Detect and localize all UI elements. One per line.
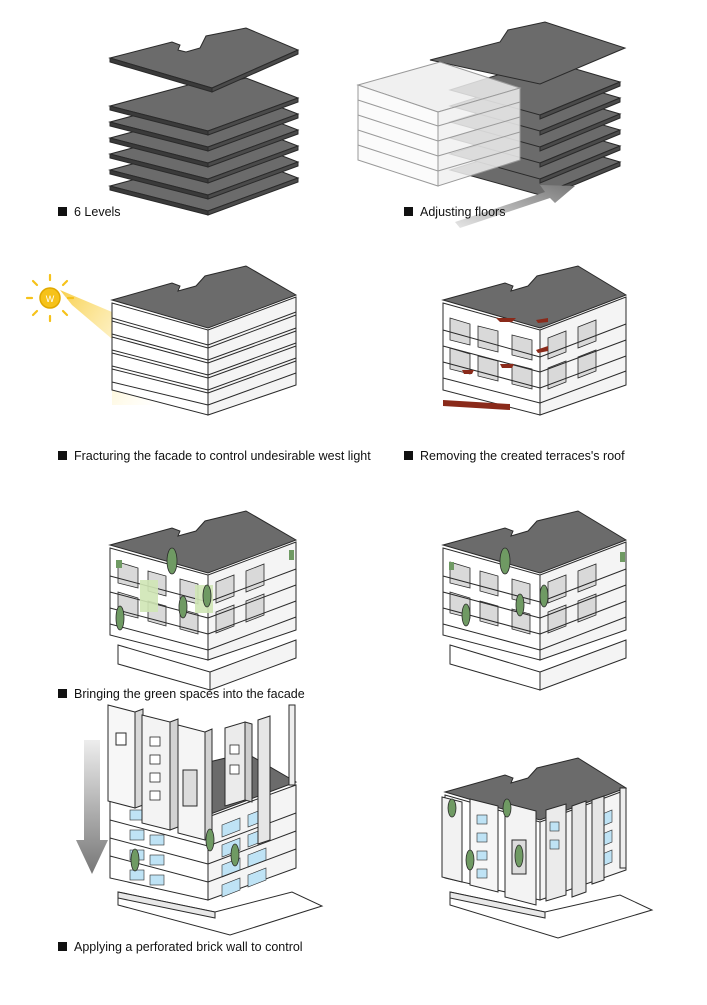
building-green-a <box>108 510 298 691</box>
diagram-adjusting-floors <box>356 21 627 228</box>
bullet-square-icon <box>58 207 67 216</box>
caption-six-levels: 6 Levels <box>58 205 121 219</box>
caption-text: 6 Levels <box>74 205 121 219</box>
diagram-six-levels <box>108 27 300 216</box>
caption-text: Applying a perforated brick wall to cont… <box>74 940 303 954</box>
caption-perforated-wall: Applying a perforated brick wall to cont… <box>58 940 303 954</box>
building-green-b <box>441 510 628 691</box>
caption-text: Fracturing the facade to control undesir… <box>74 449 371 463</box>
caption-text: Removing the created terraces's roof <box>420 449 625 463</box>
bullet-square-icon <box>58 451 67 460</box>
building-terraces <box>441 265 628 416</box>
diagram-fracturing-facade: W <box>25 265 298 416</box>
planters-d <box>447 798 524 871</box>
diagram-green-spaces-a <box>108 510 298 691</box>
sun-icon: W <box>25 273 75 323</box>
descend-arrow-icon <box>76 740 108 874</box>
bullet-square-icon <box>404 207 413 216</box>
sun-label: W <box>46 294 55 304</box>
bullet-square-icon <box>58 942 67 951</box>
planters-b <box>449 547 625 627</box>
caption-text: Bringing the green spaces into the facad… <box>74 687 305 701</box>
perforated-panels-a <box>107 704 296 845</box>
caption-removing-terraces: Removing the created terraces's roof <box>404 449 625 463</box>
bullet-square-icon <box>58 689 67 698</box>
terrace-markers <box>443 318 548 410</box>
slab-stack <box>108 27 300 216</box>
caption-text: Adjusting floors <box>420 205 506 219</box>
diagram-green-spaces-b <box>441 510 628 691</box>
caption-fracturing-facade: Fracturing the facade to control undesir… <box>58 449 371 463</box>
bullet-square-icon <box>404 451 413 460</box>
building-fractured <box>110 265 298 416</box>
planters-c <box>130 828 240 872</box>
planters-a <box>115 547 294 631</box>
shift-arrow-icon <box>455 185 575 228</box>
diagram-perforated-wall-a <box>76 704 324 936</box>
caption-green-spaces: Bringing the green spaces into the facad… <box>58 687 305 701</box>
diagram-removing-terraces <box>441 265 628 416</box>
diagram-perforated-wall-b <box>441 757 654 939</box>
sun-beam <box>60 290 190 405</box>
ghost-floors <box>356 61 522 187</box>
caption-adjusting-floors: Adjusting floors <box>404 205 505 219</box>
